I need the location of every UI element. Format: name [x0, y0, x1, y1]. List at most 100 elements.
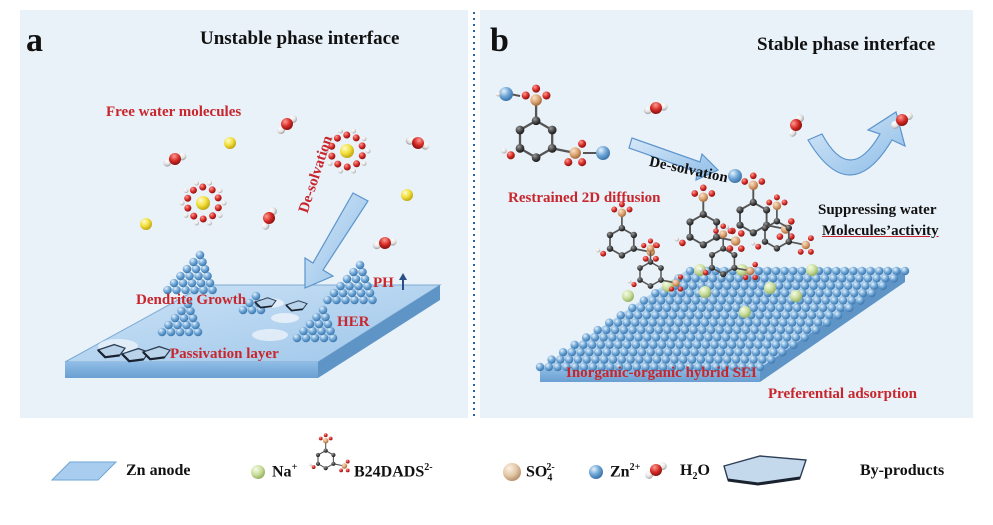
zn-ion	[196, 196, 210, 210]
zn-atom	[659, 362, 668, 372]
zn-atom	[857, 266, 867, 276]
zn-atom	[635, 355, 644, 364]
zn-atom	[654, 303, 663, 313]
water-molecule	[405, 136, 430, 150]
b24dads-structure	[750, 194, 814, 255]
zn-atom	[667, 362, 677, 372]
flake-edge	[142, 351, 165, 361]
zn-atom	[579, 362, 589, 372]
carbon-atom	[315, 461, 321, 466]
oxygen-atom	[600, 250, 607, 257]
zn-atom	[341, 295, 350, 305]
zn-atom	[312, 312, 321, 322]
zn-atom	[677, 311, 686, 320]
carbon-atom	[515, 125, 525, 135]
zn-atom	[355, 260, 365, 270]
zn-atom	[720, 311, 730, 320]
zn-atom	[674, 296, 683, 305]
zn-atom	[556, 355, 565, 364]
zn-atom	[812, 296, 822, 305]
zn-atom	[872, 274, 881, 283]
zn-atom	[318, 305, 328, 315]
oxygen-atom	[532, 84, 541, 93]
carbon-atom	[547, 125, 557, 135]
water-molecule	[163, 152, 187, 167]
zn-atom	[633, 311, 643, 320]
zn-atom	[709, 318, 718, 327]
dendrite-pyramid	[163, 250, 217, 295]
zn-atom	[663, 325, 672, 335]
zn-atom	[866, 266, 875, 276]
sulfur-atom	[322, 437, 329, 444]
zn-atom	[323, 319, 333, 329]
zn-atom	[721, 333, 731, 342]
panel-b-title: Stable phase interface	[757, 34, 936, 55]
b24dads-structure	[698, 223, 758, 281]
zn-atom	[692, 340, 702, 350]
zn-atom	[535, 362, 545, 372]
hydrogen-atom	[206, 220, 212, 226]
dendrite-clusters	[157, 250, 377, 343]
zn-atom	[622, 340, 632, 350]
zn-atom	[310, 333, 320, 343]
zn-atom	[802, 325, 812, 335]
zn-atom	[686, 311, 695, 320]
na-ion	[790, 290, 802, 302]
zn-atom	[680, 325, 690, 335]
zn-atom	[805, 318, 814, 327]
dendrite-growth-label: Dendrite Growth	[136, 292, 247, 308]
b24dads-structure	[627, 238, 684, 292]
zn-atom	[754, 266, 763, 276]
zn-atom	[648, 318, 657, 327]
zn-atom	[245, 298, 254, 308]
desolvation-arrow-b	[628, 137, 720, 181]
carbon-atom	[606, 231, 614, 239]
oxygen-atom	[611, 206, 618, 213]
oxygen-atom	[758, 178, 766, 185]
oxygen-atom	[626, 206, 633, 213]
zn-atom	[356, 288, 366, 298]
free-water-label: Free water molecules	[106, 104, 242, 120]
zn-atom	[701, 340, 711, 350]
oxygen-atom	[169, 153, 181, 165]
zn-atom	[691, 296, 701, 305]
carbon-atom	[630, 245, 638, 252]
na-ion	[699, 286, 711, 298]
zn-atom	[753, 318, 762, 327]
zn-atom	[687, 355, 697, 364]
oxygen-atom	[189, 186, 197, 194]
carbon-atom	[736, 221, 744, 229]
zn-atom	[867, 288, 876, 298]
zn-atom	[838, 296, 848, 305]
sulfur-atom	[569, 147, 581, 159]
zn-atom	[760, 348, 769, 357]
zn-atom	[648, 296, 657, 305]
zn-atom	[640, 340, 649, 350]
carbon-atom	[708, 264, 716, 271]
zn-atom	[720, 288, 729, 298]
zn-atom	[770, 318, 779, 327]
carbon-atom	[761, 238, 769, 245]
water-molecule	[788, 114, 804, 137]
zn-atom	[688, 281, 698, 290]
legend-byproducts-label: By-products	[860, 462, 945, 479]
oxygen-atom	[542, 91, 551, 100]
carbon-atom	[531, 116, 541, 126]
zn-atom	[875, 266, 884, 276]
na-ion	[806, 264, 818, 276]
oxygen-atom	[343, 163, 351, 171]
zn-atom	[681, 348, 691, 357]
zn-atom	[771, 266, 781, 276]
oxygen-atom	[190, 212, 198, 220]
zn-atom	[576, 348, 585, 357]
zn-atom	[314, 319, 324, 329]
zn-atom	[157, 327, 167, 337]
zn-atom	[185, 271, 194, 281]
oxygen-atom	[737, 230, 745, 237]
legend-h2o-swatch	[645, 462, 667, 479]
zn-atom	[740, 355, 749, 364]
zn-atom	[733, 325, 742, 335]
b24dads-structure	[674, 184, 745, 252]
byproduct-flake	[254, 297, 277, 309]
oxygen-atom	[184, 194, 192, 202]
